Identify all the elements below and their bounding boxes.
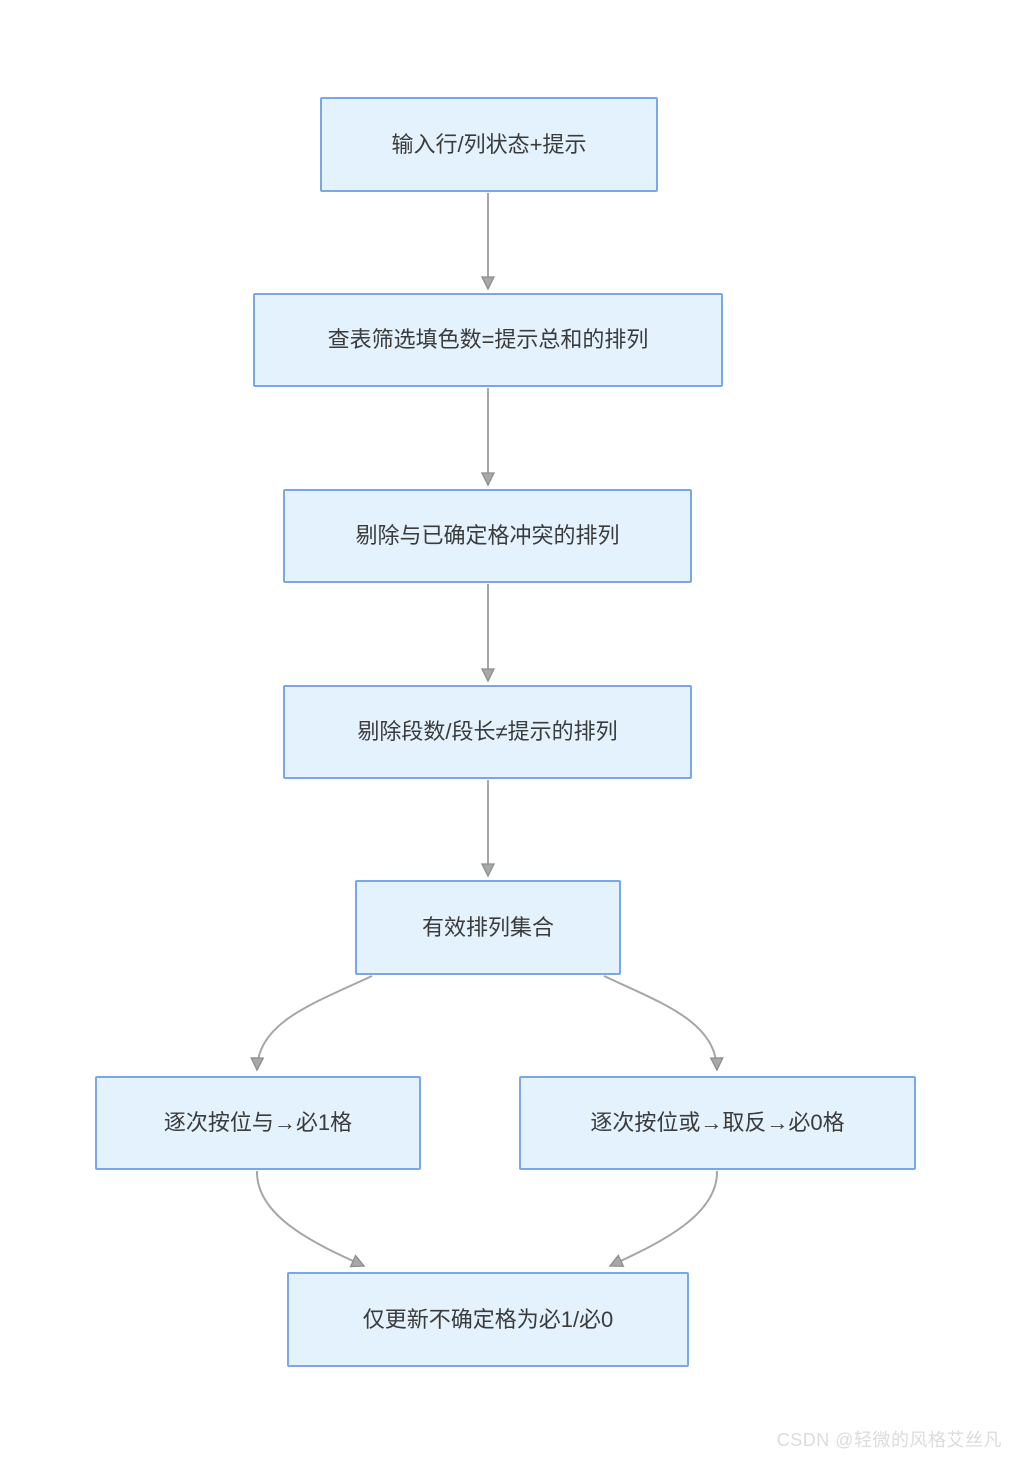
- edge-valid-set-to-bitwise-or: [603, 975, 724, 1072]
- flow-node-update-cells: 仅更新不确定格为必1/必0: [287, 1272, 689, 1367]
- flow-node-bitwise-and-label: 逐次按位与→必1格: [163, 1110, 353, 1136]
- flow-node-bitwise-or-label: 逐次按位或→取反→必0格: [590, 1110, 845, 1136]
- flow-node-remove-mismatch-label: 剔除段数/段长≠提示的排列: [357, 719, 618, 745]
- flow-node-input-label: 输入行/列状态+提示: [391, 131, 587, 157]
- flow-node-bitwise-or: 逐次按位或→取反→必0格: [519, 1076, 916, 1170]
- flow-node-lookup-filter-label: 查表筛选填色数=提示总和的排列: [327, 327, 649, 353]
- flow-node-valid-set: 有效排列集合: [355, 880, 621, 975]
- flow-node-lookup-filter: 查表筛选填色数=提示总和的排列: [253, 293, 723, 387]
- edge-bitwise-or-to-update-cells: [608, 1170, 719, 1267]
- flow-node-update-cells-label: 仅更新不确定格为必1/必0: [362, 1306, 614, 1332]
- edge-bitwise-and-to-update-cells: [255, 1170, 366, 1268]
- flow-node-input: 输入行/列状态+提示: [320, 97, 658, 192]
- flow-node-remove-conflict-label: 剔除与已确定格冲突的排列: [355, 523, 620, 549]
- edge-valid-set-to-bitwise-and: [250, 975, 373, 1072]
- watermark: CSDN @轻微的风格艾丝凡: [776, 1430, 1002, 1450]
- flow-node-bitwise-and: 逐次按位与→必1格: [95, 1076, 421, 1170]
- flow-node-remove-conflict: 剔除与已确定格冲突的排列: [283, 489, 692, 583]
- flow-node-valid-set-label: 有效排列集合: [421, 914, 554, 940]
- flow-node-remove-mismatch: 剔除段数/段长≠提示的排列: [283, 685, 692, 779]
